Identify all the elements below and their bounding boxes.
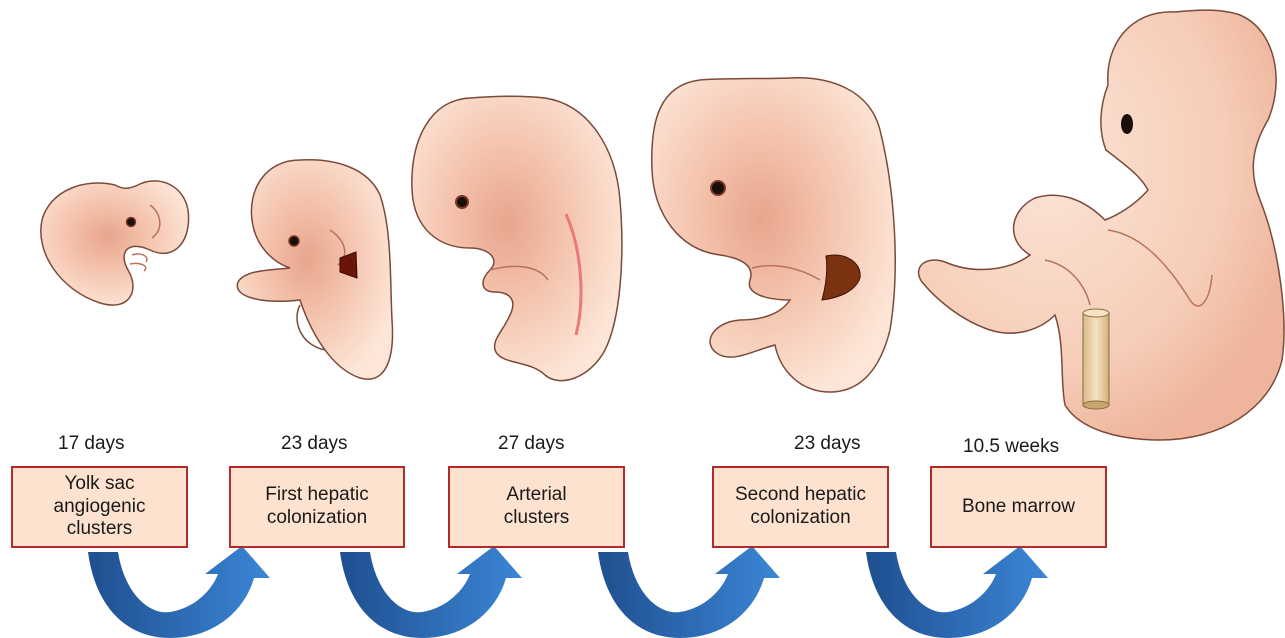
curved-arrow-icon	[598, 546, 780, 638]
stage-time-label: 27 days	[498, 434, 565, 453]
bone-icon	[1083, 309, 1109, 409]
curved-arrow-icon	[340, 546, 522, 638]
stage-site-box: Yolk sac angiogenic clusters	[11, 466, 188, 548]
embryo-icon	[41, 181, 189, 305]
stage-time-label: 23 days	[794, 434, 861, 453]
stage-time-label: 17 days	[58, 434, 125, 453]
curved-arrow-icon	[866, 546, 1048, 638]
stage-site-box: Bone marrow	[930, 466, 1107, 548]
embryo-icon	[652, 78, 895, 392]
stage-site-box: First hepatic colonization	[229, 466, 405, 548]
embryo-icon	[237, 160, 392, 379]
stage-site-box: Arterial clusters	[448, 466, 625, 548]
curved-arrow-icon	[88, 546, 270, 638]
stage-site-box: Second hepatic colonization	[712, 466, 889, 548]
stage-time-label: 10.5 weeks	[963, 437, 1059, 456]
embryo-icon	[412, 96, 622, 381]
stage-time-label: 23 days	[281, 434, 348, 453]
